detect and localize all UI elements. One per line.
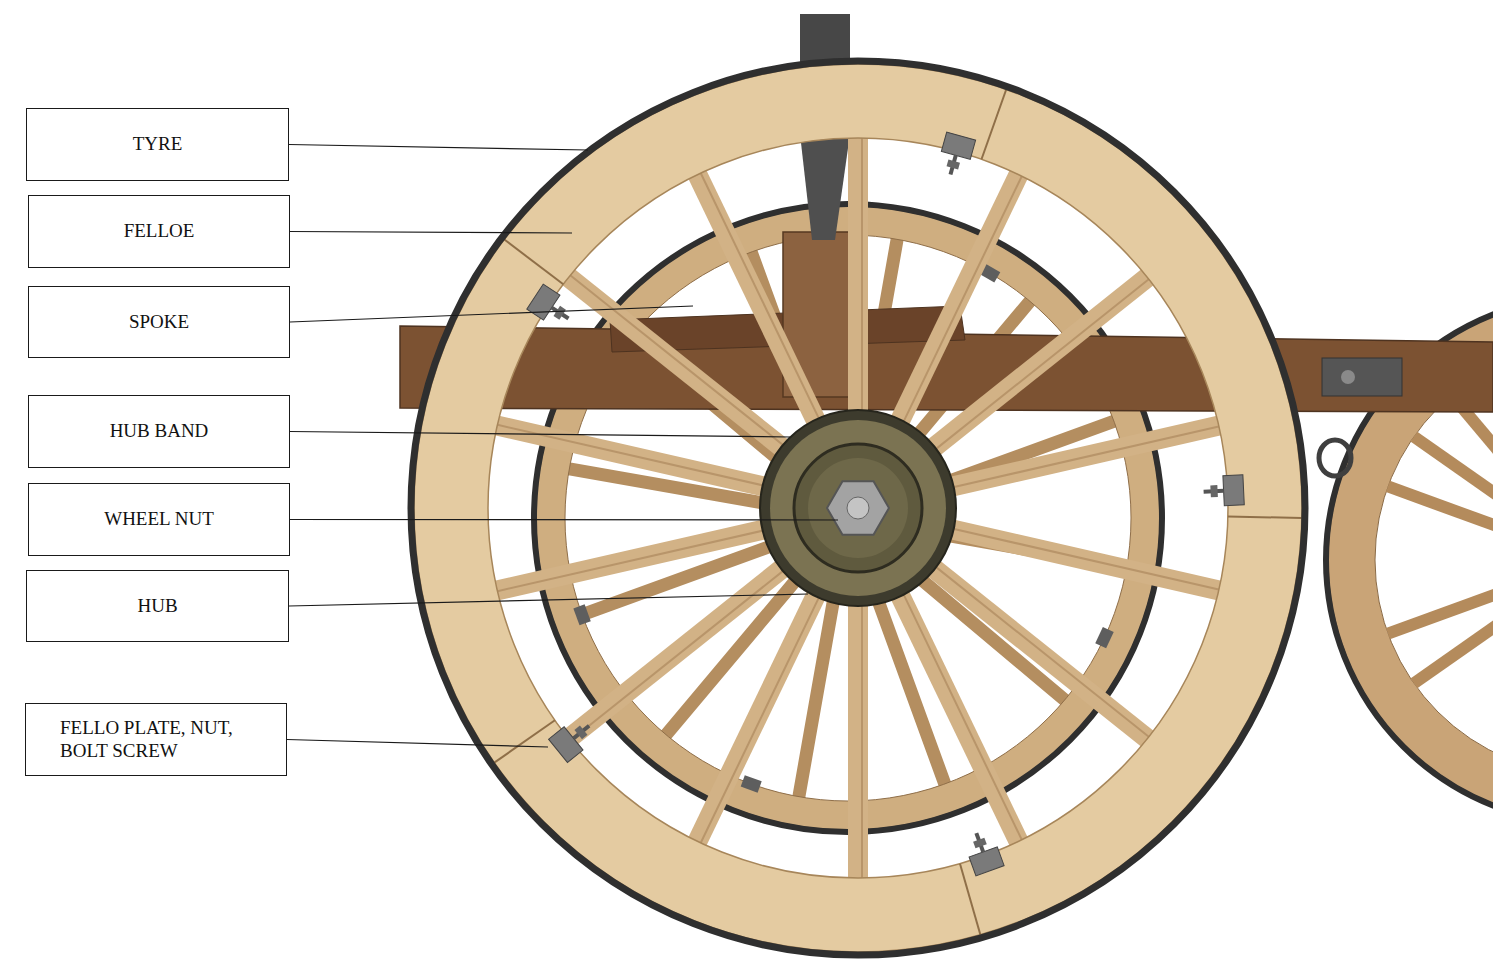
leader-line [289,594,808,606]
leader-line [290,232,572,234]
leader-line [290,432,790,438]
nut [947,159,960,169]
part-label-box: HUB [26,570,289,642]
spoke-edge [699,169,823,427]
front-wheel [411,61,1305,955]
back-fello-plate [1095,627,1113,648]
fello-plate [549,714,599,762]
leader-line [287,740,548,748]
hub-face [808,458,908,558]
fello-plate [1203,475,1244,507]
spoke-edge [495,424,774,488]
bolt [574,726,590,739]
felloe [414,64,1302,952]
part-name: TYRE [133,133,183,156]
tyre [411,61,1305,955]
spoke-edge [495,528,774,592]
spoke-edge [950,528,1229,592]
felloe-joint [1228,516,1302,518]
spoke [928,274,1152,452]
part-name: HUB BAND [110,420,209,443]
part-label-box: TYRE [26,108,289,181]
back-fello-plate [741,775,762,792]
iron-bracket [1322,358,1402,396]
spoke [564,564,788,742]
leader-line [290,519,838,521]
iron-stay-bend [800,134,850,240]
spoke [848,598,868,884]
plate [1223,475,1244,506]
spoke-edge [861,598,863,884]
felloe-joint [494,720,555,762]
spoke [897,589,1021,847]
nut [574,725,587,739]
spoke-edge [932,274,1156,452]
spoke-edge [861,132,863,418]
hub-ring [794,444,922,572]
spoke [695,169,819,427]
part-label-box: FELLOE [28,195,290,268]
part-name: SPOKE [129,311,189,334]
nut [553,306,565,320]
part-label-box: FELLO PLATE, NUT, BOLT SCREW [25,703,287,776]
fello-plate [527,284,577,331]
next-wheel-spoke [1388,581,1493,634]
nut [973,838,987,849]
felloe-joint [982,89,1007,159]
chain-ring [1319,440,1351,476]
hub [770,420,946,596]
axle-end [847,497,869,519]
spoke-edge [901,589,1025,847]
part-label-box: WHEEL NUT [28,483,290,556]
fello-plate [936,132,976,179]
spoke-edge [950,424,1229,488]
back-fello-plate [573,604,590,625]
felloe-joint [504,240,563,285]
next-wheel-spoke [1388,486,1493,539]
nut [1210,485,1218,497]
wheel-nut [827,481,889,535]
part-label-box: HUB BAND [28,395,290,468]
part-name: HUB [137,595,177,618]
plate [941,132,975,159]
plate [969,847,1004,876]
hub-band [760,410,956,606]
leader-line [289,145,588,151]
spoke-edge [568,564,792,742]
part-name: FELLOE [124,220,195,243]
next-wheel-spoke [1414,437,1493,526]
part-label-box: SPOKE [28,286,290,358]
part-name: WHEEL NUT [104,508,214,531]
part-name: FELLO PLATE, NUT, BOLT SCREW [60,717,260,763]
spoke [848,132,868,418]
bracket-bolt [1341,370,1355,384]
next-wheel-spoke [1452,395,1493,514]
leader-line [290,306,693,322]
next-wheel-spoke [1414,594,1493,683]
fello-plate [962,828,1004,876]
